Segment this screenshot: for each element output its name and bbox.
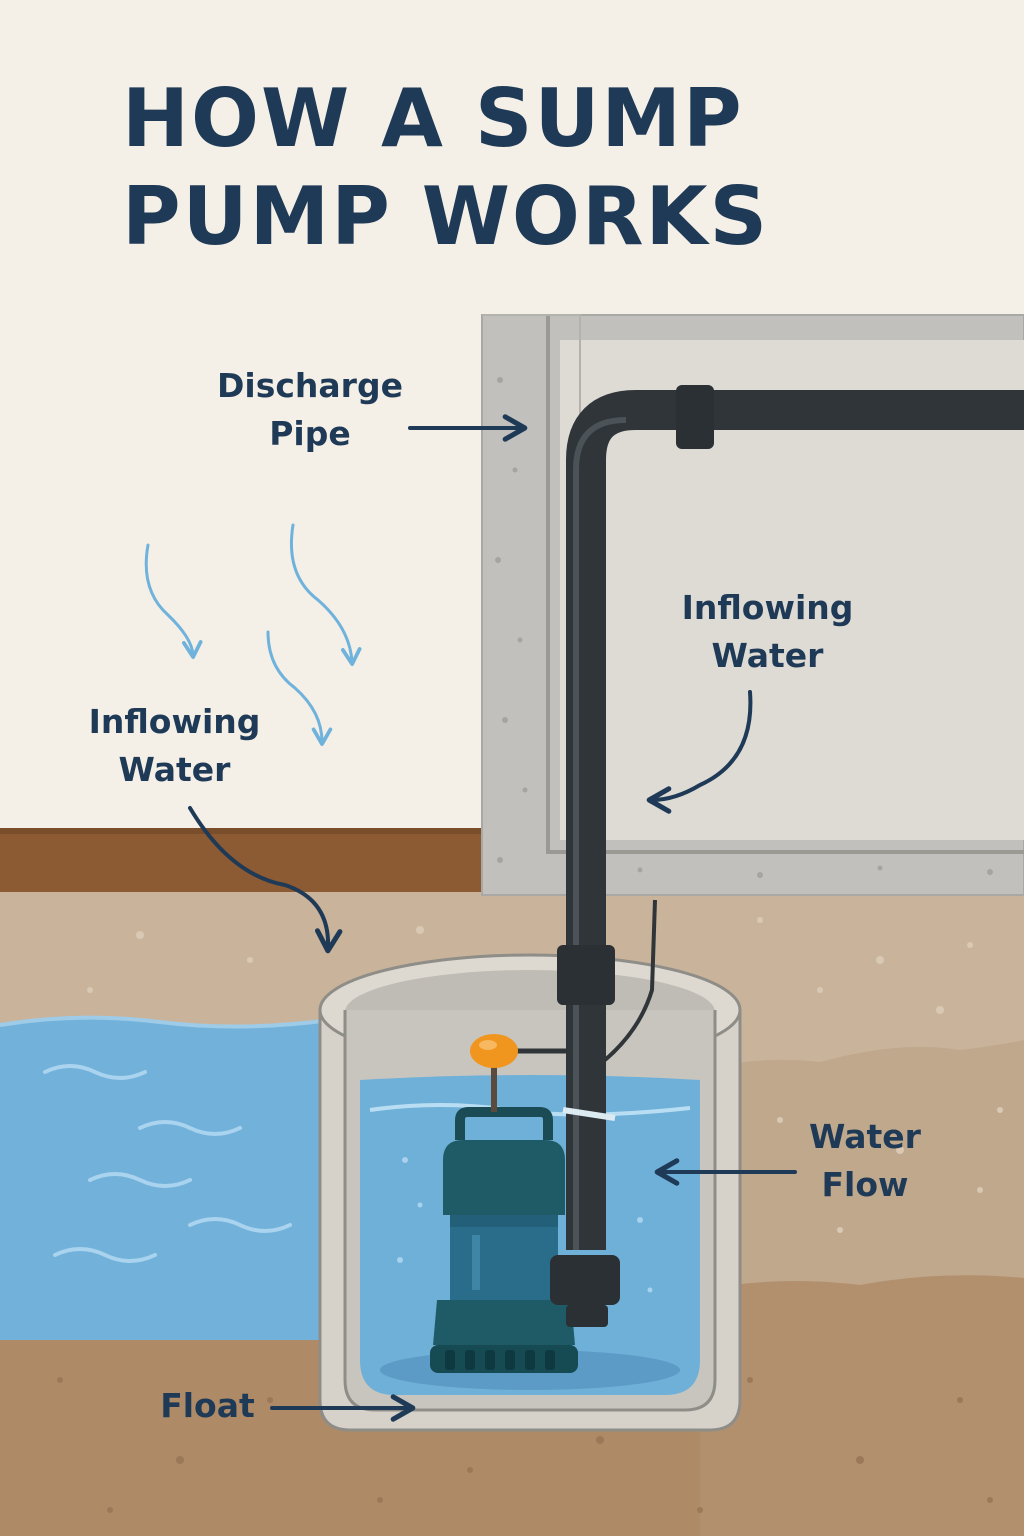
submersible-pump (430, 1107, 578, 1373)
inflowing-water-right-arrow (646, 690, 753, 814)
label-inflowing-water-left: Inflowing Water (72, 698, 277, 794)
label-float: Float (150, 1382, 265, 1430)
float-switch (470, 1034, 568, 1112)
label-inflowing-water-right: Inflowing Water (665, 584, 870, 680)
label-line: Pipe (269, 414, 351, 453)
rain-arrow-icon (144, 523, 362, 746)
label-line: Flow (821, 1165, 909, 1204)
label-line: Water (711, 636, 824, 675)
label-line: Discharge (217, 366, 403, 405)
floor-board (0, 828, 485, 892)
soil-speckles (87, 917, 1003, 1233)
label-line: Inflowing (681, 588, 854, 627)
label-discharge-pipe: Discharge Pipe (205, 362, 415, 458)
label-line: Inflowing (88, 702, 261, 741)
inflowing-water-left-arrow (188, 806, 343, 954)
label-water-flow: Water Flow (790, 1113, 940, 1209)
wave-icon (43, 1064, 292, 1263)
title-line-2: PUMP WORKS (122, 170, 770, 263)
groundwater (0, 1017, 330, 1340)
label-line: Water (118, 750, 231, 789)
page-title: HOW A SUMP PUMP WORKS (122, 70, 769, 266)
label-line: Water (809, 1117, 921, 1156)
label-line: Float (160, 1386, 255, 1425)
title-line-1: HOW A SUMP (122, 72, 744, 165)
arrow-icon (188, 414, 797, 1422)
discharge-pipe (550, 385, 1024, 1327)
